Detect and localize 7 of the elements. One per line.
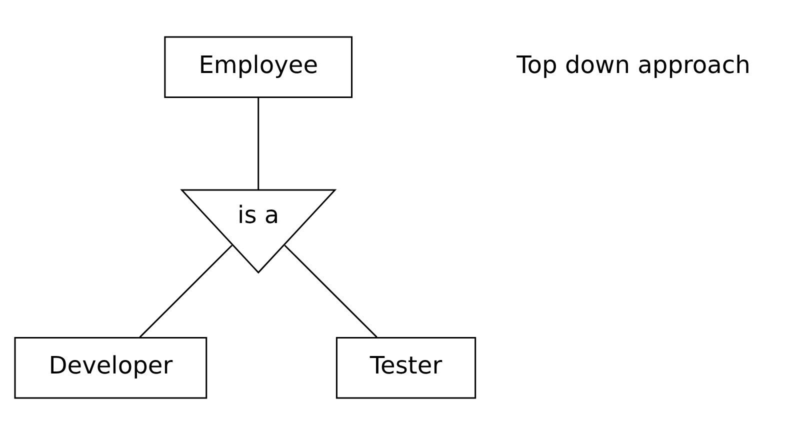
connector bbox=[258, 98, 260, 190]
node-box: Tester bbox=[336, 336, 476, 399]
label: Top down approach bbox=[516, 50, 750, 79]
connector bbox=[139, 244, 232, 338]
node-box: Employee bbox=[164, 36, 353, 98]
connector bbox=[284, 244, 378, 338]
node-box: Developer bbox=[14, 336, 208, 399]
